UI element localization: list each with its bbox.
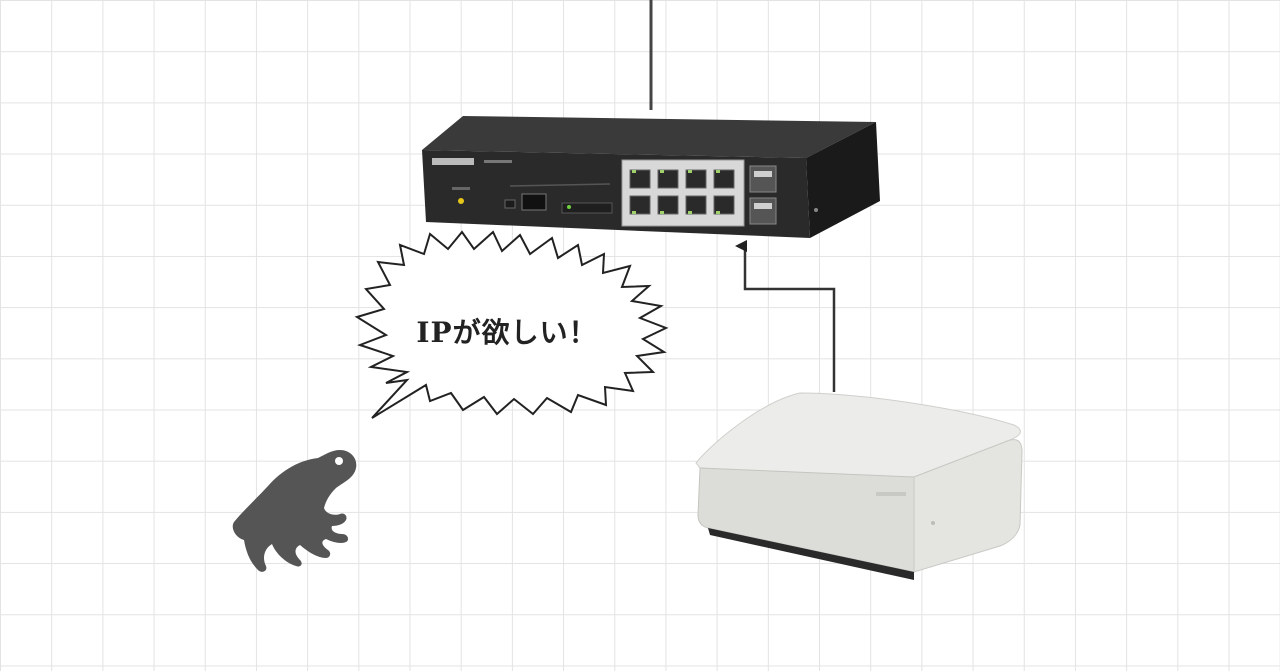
frog-icon xyxy=(232,450,357,572)
speech-bubble-text: IPが欲しい！ xyxy=(416,316,598,349)
speech-bubble xyxy=(354,230,669,419)
network-switch-icon xyxy=(422,116,880,238)
ap-to-switch-connector xyxy=(735,240,836,392)
wireless-access-point-icon xyxy=(695,392,1023,580)
